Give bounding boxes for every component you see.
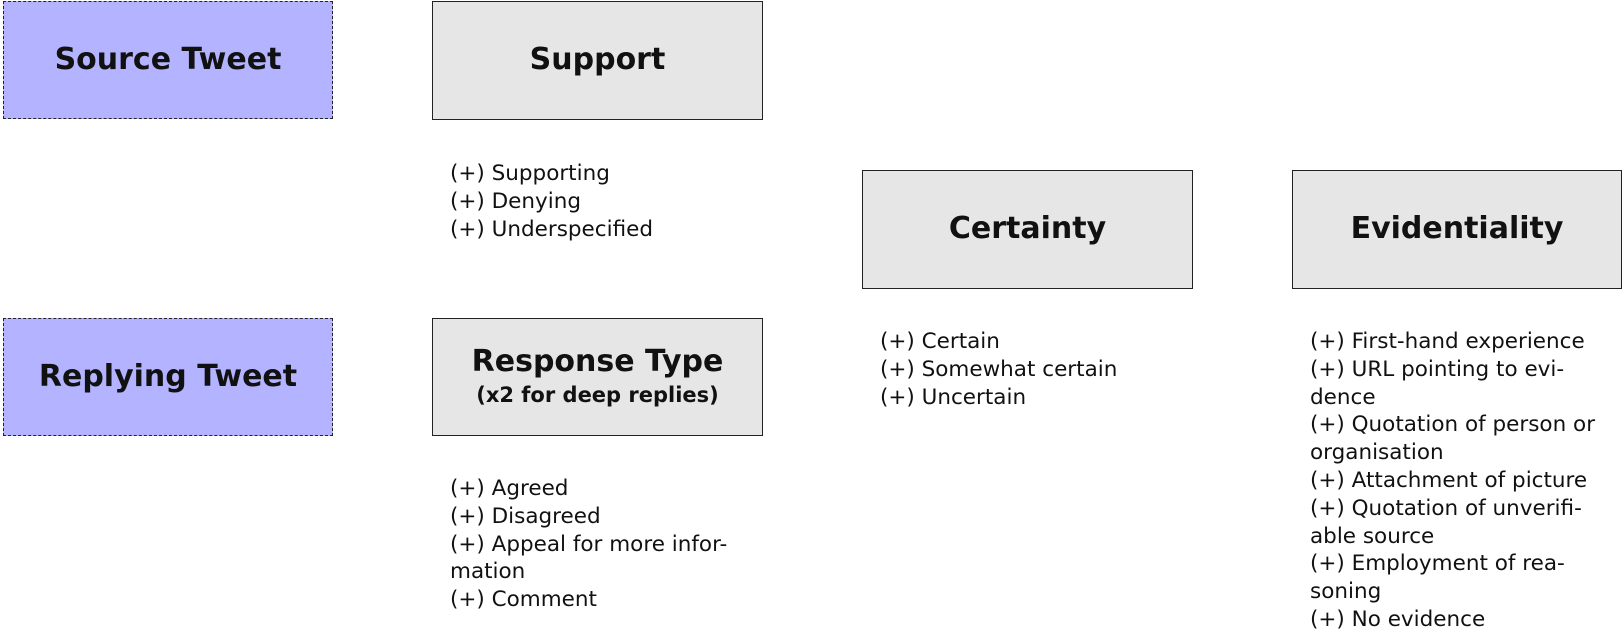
evidentiality-options-list: (+) First-hand experience (+) URL pointi… xyxy=(1310,328,1595,634)
list-item: (+) Denying xyxy=(450,188,582,214)
support-label: Support xyxy=(529,42,666,78)
response-type-label: Response Type xyxy=(471,344,724,380)
support-box: Support xyxy=(432,1,763,120)
list-item: (+) Underspecified xyxy=(450,216,653,242)
source-tweet-box: Source Tweet xyxy=(3,1,333,119)
certainty-box: Certainty xyxy=(862,170,1193,289)
evidentiality-label: Evidentiality xyxy=(1350,211,1564,247)
list-item: (+) Disagreed xyxy=(450,503,601,529)
list-item-continuation: soning xyxy=(1310,579,1382,605)
list-item: (+) Quotation of unverifi- xyxy=(1310,495,1582,521)
list-item: (+) No evidence xyxy=(1310,606,1486,632)
response-type-box: Response Type (x2 for deep replies) xyxy=(432,318,763,436)
list-item-continuation: dence xyxy=(1310,384,1376,410)
replying-tweet-label: Replying Tweet xyxy=(38,358,298,394)
list-item: (+) Quotation of person or xyxy=(1310,412,1596,438)
list-item: (+) Supporting xyxy=(450,161,610,186)
replying-tweet-box: Replying Tweet xyxy=(3,318,333,436)
list-item: (+) Employment of rea- xyxy=(1310,551,1565,577)
response-type-options-list: (+) Agreed (+) Disagreed (+) Appeal for … xyxy=(450,475,727,614)
list-item: (+) Comment xyxy=(450,587,597,613)
response-type-sublabel: (x2 for deep replies) xyxy=(476,382,719,407)
list-item-continuation: able source xyxy=(1310,523,1435,549)
source-tweet-label: Source Tweet xyxy=(54,41,282,77)
certainty-options-list: (+) Certain (+) Somewhat certain (+) Unc… xyxy=(880,328,1117,411)
evidentiality-box: Evidentiality xyxy=(1292,170,1622,289)
list-item-continuation: mation xyxy=(450,559,526,585)
list-item: (+) Appeal for more infor- xyxy=(450,531,728,557)
certainty-label: Certainty xyxy=(948,211,1107,247)
list-item: (+) URL pointing to evi- xyxy=(1310,356,1565,382)
list-item: (+) Uncertain xyxy=(880,384,1027,410)
support-options-list: (+) Supporting (+) Denying (+) Underspec… xyxy=(450,160,653,243)
list-item: (+) Somewhat certain xyxy=(880,356,1118,382)
list-item: (+) Certain xyxy=(880,329,1000,354)
list-item: (+) First-hand experience xyxy=(1310,329,1585,354)
list-item-continuation: organisation xyxy=(1310,440,1444,466)
list-item: (+) Attachment of picture xyxy=(1310,467,1588,493)
list-item: (+) Agreed xyxy=(450,476,569,501)
